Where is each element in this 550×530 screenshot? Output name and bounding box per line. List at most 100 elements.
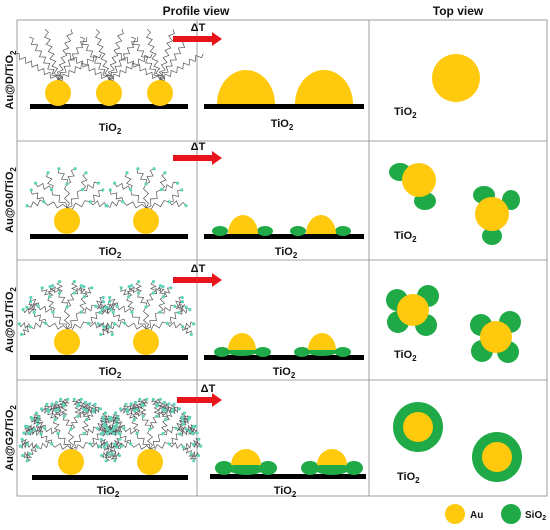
ligand-chain	[65, 53, 110, 81]
ligand-chain	[158, 29, 175, 81]
ligand-chain	[95, 297, 104, 307]
dendrimer-node	[32, 310, 36, 315]
dendrimer-node	[195, 431, 199, 435]
dendrimer-node	[83, 400, 88, 404]
dendrimer-node	[135, 432, 139, 436]
dendrimer-node	[119, 407, 123, 411]
dendrimer-node	[50, 402, 54, 406]
dendrimer-node	[158, 310, 162, 314]
ligand-chain	[114, 182, 131, 190]
dendrimer-node	[111, 427, 116, 431]
ligand-chain	[145, 200, 170, 210]
dendrimer-node	[105, 442, 109, 446]
dendrimer-node	[72, 280, 76, 284]
dendrimer-node	[34, 181, 38, 185]
ligand-chain	[97, 419, 104, 429]
dendrimer-node	[32, 427, 37, 431]
dendrimer-node	[96, 181, 100, 185]
ligand-chain	[18, 321, 31, 329]
dendrimer-node	[181, 422, 185, 426]
dendrimer-node	[103, 411, 107, 415]
dendrimer-node	[113, 181, 117, 185]
dendrimer-node	[127, 295, 131, 299]
ligand-chains	[14, 29, 204, 462]
dendrimer-node	[180, 295, 184, 300]
dendrimer-node	[101, 188, 105, 192]
ligand-chain	[105, 199, 123, 208]
ligand-chain	[81, 419, 89, 434]
legend-au-label: Au	[470, 510, 483, 521]
dendrimer-node	[99, 437, 103, 441]
dendrimer-node	[112, 431, 116, 436]
ligand-chain	[124, 322, 147, 330]
dendrimer-node	[102, 325, 106, 329]
dendrimer-node	[20, 437, 24, 441]
dendrimer-node	[51, 310, 55, 314]
ligand-chain	[86, 411, 94, 420]
dendrimer-node	[137, 291, 141, 295]
dendrimer-node	[84, 171, 88, 175]
ligand-chain	[149, 433, 164, 450]
tio2-r4-mid: TiO2	[274, 485, 297, 499]
ligand-chain	[45, 172, 54, 190]
tio2-r3-mid: TiO2	[273, 366, 296, 380]
ligand-chain	[116, 305, 133, 313]
dendrimer-node	[199, 444, 203, 448]
dendrimer-node	[95, 426, 99, 430]
dendrimer-node	[113, 322, 117, 326]
ligand-chain	[109, 189, 124, 202]
dendrimer-node	[151, 291, 155, 295]
ligand-chain	[79, 296, 87, 313]
ligand-chain	[116, 53, 161, 81]
dendrimer-node	[57, 167, 61, 171]
ligand-chain	[172, 406, 180, 415]
ligand-chain	[124, 172, 133, 190]
dendrimer-node	[101, 431, 105, 435]
ligand-chain	[134, 409, 144, 417]
ligand-chain	[70, 433, 85, 450]
dendrimer-node	[104, 204, 108, 208]
dendrimer-node	[188, 308, 192, 312]
dendrimer-node	[120, 444, 124, 448]
dendrimer-node	[50, 442, 54, 446]
dendrimer-node	[88, 402, 92, 406]
dendrimer-node	[82, 432, 86, 436]
dendrimer-node	[114, 411, 118, 415]
ligand-chain	[26, 199, 44, 208]
ligand-chain	[145, 292, 154, 308]
ligand-chain	[34, 425, 46, 433]
dendrimer-node	[118, 432, 122, 436]
dendrimer-node	[178, 432, 182, 436]
top-au-sio2-r2	[389, 163, 520, 245]
dendrimer-node	[25, 204, 29, 208]
dendrimer-node	[167, 200, 171, 204]
dendrimer-node	[37, 415, 41, 419]
dendrimer-node	[26, 425, 30, 429]
ligand-chain	[30, 321, 46, 330]
ligand-chain	[94, 29, 111, 81]
ligand-chain	[49, 286, 60, 294]
dendrimer-node	[115, 418, 119, 422]
ligand-chain	[130, 189, 147, 209]
dendrimer-node	[151, 397, 155, 401]
ligand-chain	[136, 433, 151, 450]
dendrimer-node	[26, 431, 30, 436]
dendrimer-node	[173, 304, 177, 308]
dendrimer-node	[151, 280, 155, 284]
ligand-chain	[82, 181, 99, 192]
ligand-chain	[66, 168, 76, 185]
dendrimer-node	[54, 400, 59, 404]
dendrimer-node	[192, 322, 196, 326]
ligand-chain	[159, 304, 175, 314]
dendrimer-node	[112, 442, 116, 446]
dendrimer-node	[102, 418, 106, 422]
dendrimer-node	[40, 407, 44, 411]
dendrimer-node	[125, 408, 129, 412]
ligand-chain	[126, 296, 135, 313]
ligand-chain	[41, 287, 51, 297]
dendrimer-node	[72, 397, 76, 401]
dendrimer-node	[125, 171, 129, 175]
dendrimer-node	[102, 445, 106, 449]
dendrimer-node	[161, 295, 165, 299]
ligand-chain	[182, 447, 192, 454]
